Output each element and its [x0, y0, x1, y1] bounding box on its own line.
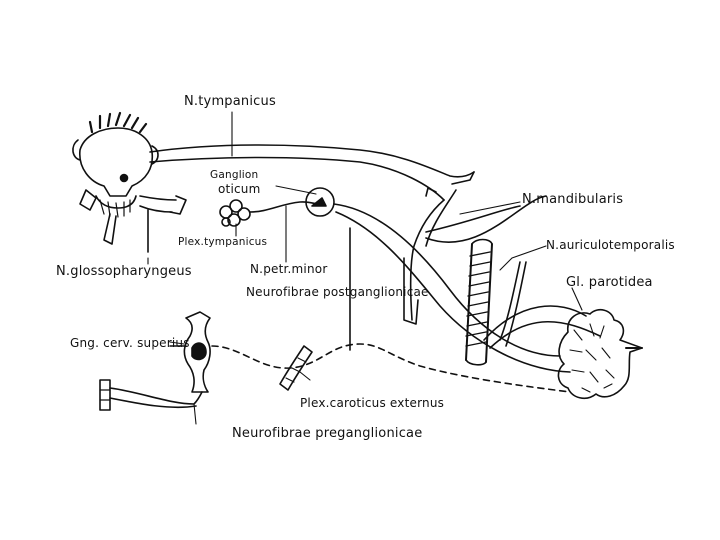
glossopharyngeal-stub	[140, 196, 176, 212]
superior-cervical-ganglion	[184, 312, 210, 392]
label-n-auriculotemporalis: N.auriculotemporalis	[546, 238, 675, 252]
label-plex-tympanicus: Plex.tympanicus	[178, 236, 267, 248]
label-n-mandibularis: N.mandibularis	[522, 192, 623, 207]
label-neurofibrae-postganglionicae: Neurofibrae postganglionicae	[246, 285, 429, 299]
brainstem	[73, 113, 158, 244]
label-n-glossopharyngeus: N.glossopharyngeus	[56, 264, 192, 279]
label-gl-parotidea: Gl. parotidea	[566, 275, 653, 290]
label-plex-caroticus-externus: Plex.caroticus externus	[300, 396, 444, 410]
label-n-tympanicus: N.tympanicus	[184, 94, 276, 109]
label-ganglion: Ganglion	[210, 169, 258, 181]
otic-ganglion-cluster	[220, 200, 250, 226]
lesser-petrosal-nerve	[250, 202, 324, 212]
label-gng-cerv-superius: Gng. cerv. superius	[70, 336, 190, 350]
label-n-petr-minor: N.petr.minor	[250, 262, 327, 276]
parotid-gland	[558, 310, 642, 399]
postganglionic-dashed-route	[212, 344, 570, 392]
label-oticum: oticum	[218, 182, 260, 196]
label-neurofibrae-preganglionicae: Neurofibrae preganglionicae	[232, 426, 422, 441]
upper-nerve-fibre	[150, 145, 474, 177]
